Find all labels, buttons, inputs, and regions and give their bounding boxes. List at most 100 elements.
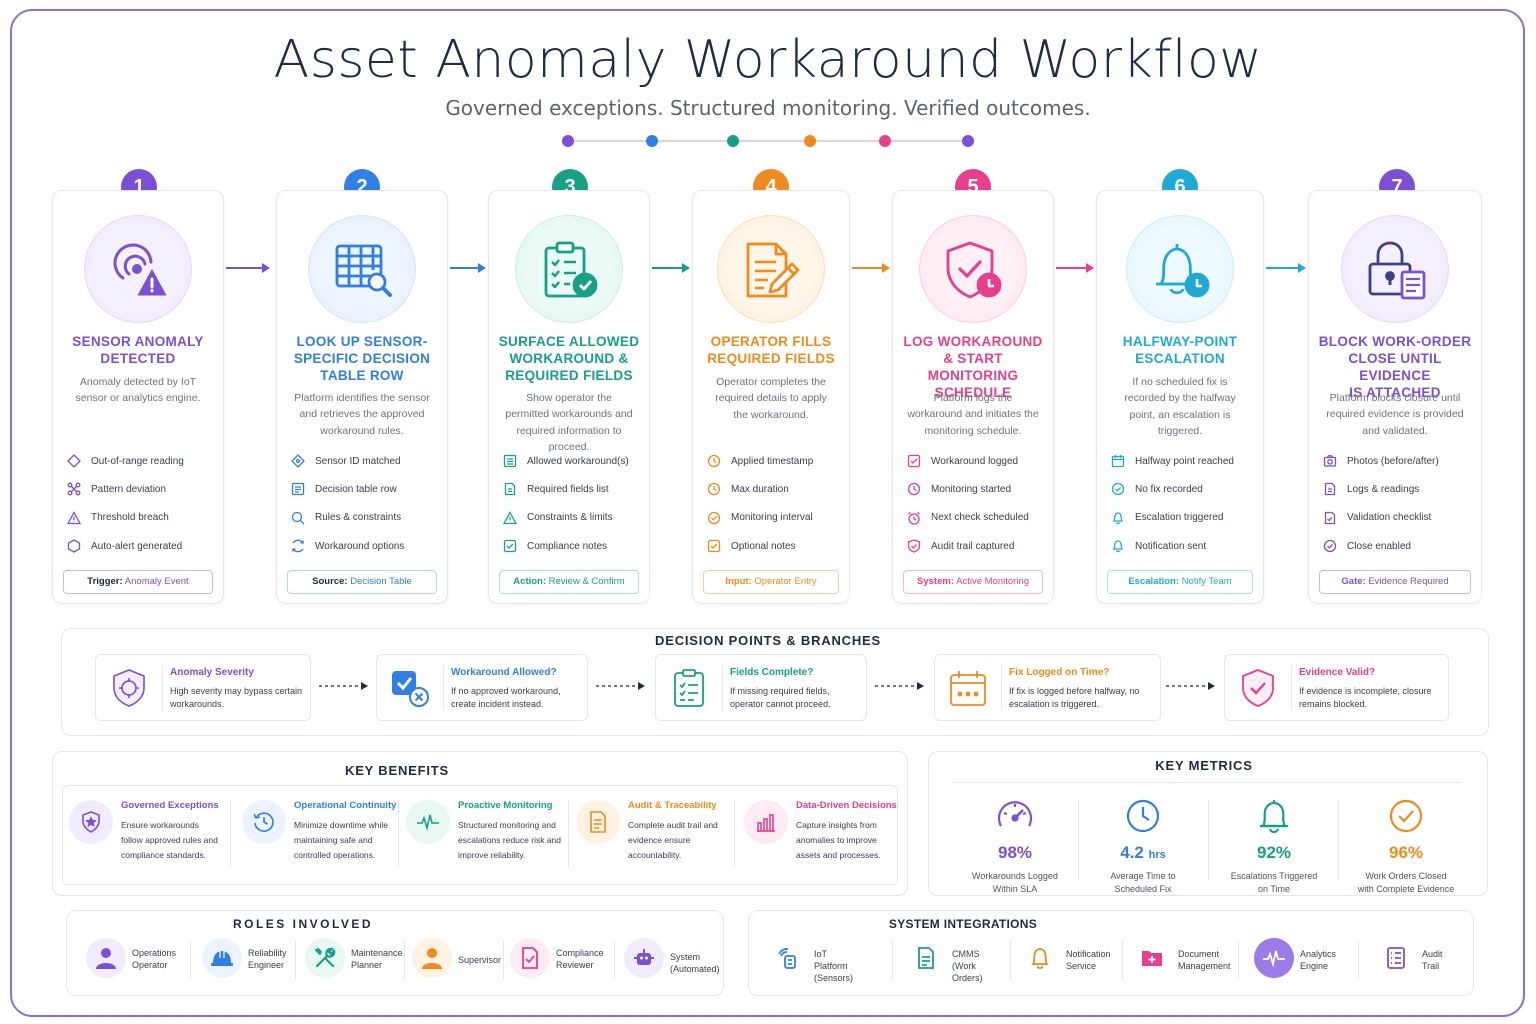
shield-clock-icon (946, 241, 1002, 299)
warning-icon (503, 510, 517, 524)
step-4-item: Max duration (707, 475, 841, 503)
decision-desc: If missing required fields, operator can… (730, 686, 831, 709)
list-icon (503, 454, 517, 468)
step-7-title: BLOCK WORK-ORDER CLOSE UNTIL EVIDENCE IS… (1318, 334, 1472, 400)
document-icon (504, 483, 516, 496)
step-1-title: SENSOR ANOMALY DETECTED (72, 334, 204, 366)
decision-points-title: DECISION POINTS & BRANCHES (655, 633, 881, 648)
roles-title: ROLES INVOLVED (232, 917, 374, 931)
decision-fields-complete: Fields Complete? If missing required fie… (655, 654, 867, 721)
decision-workaround-allowed: Workaround Allowed? If no approved worka… (376, 654, 588, 721)
benefit-audit-traceability: Audit & Traceability Complete audit trai… (570, 786, 734, 882)
step-6-list: Halfway point reached No fix recorded Es… (1111, 447, 1255, 560)
step-2-item: Decision table row (291, 475, 439, 503)
diamond-icon (67, 454, 81, 469)
step-6-item: Halfway point reached (1111, 447, 1255, 475)
step-5-item: Next check scheduled (907, 504, 1045, 532)
decision-desc: If evidence is incomplete, closure remai… (1299, 686, 1432, 709)
step-4-desc: Operator completes the required details … (715, 376, 827, 421)
step-5-desc: Platform logs the workaround and initiat… (907, 392, 1039, 437)
document-icon (918, 947, 934, 969)
check-x-icon (392, 671, 429, 707)
step-card-2: LOOK UP SENSOR- SPECIFIC DECISION TABLE … (276, 190, 448, 604)
step-7-list: Photos (before/after) Logs & readings Va… (1323, 447, 1473, 560)
decision-fix-logged: Fix Logged on Time? If fix is logged bef… (934, 654, 1161, 721)
warning-icon (67, 510, 81, 524)
pattern-icon (67, 482, 81, 496)
clock-icon (707, 454, 721, 468)
decision-evidence-valid: Evidence Valid? If evidence is incomplet… (1224, 654, 1449, 721)
table-row-icon (291, 483, 305, 496)
hard-hat-icon (211, 951, 233, 966)
step-2-list: Sensor ID matched Decision table row Rul… (291, 447, 439, 560)
step-1-icon-circle (84, 215, 192, 323)
page-subtitle: Governed exceptions. Structured monitori… (445, 96, 1091, 120)
document-icon (1324, 483, 1336, 496)
dot-5 (879, 135, 891, 147)
alarm-icon (908, 511, 920, 525)
step-7-tag: Gate: Evidence Required (1319, 570, 1471, 594)
shield-check-icon (1242, 669, 1274, 707)
dot-1 (562, 135, 574, 147)
step-2-item: Rules & constraints (291, 504, 439, 532)
clock-icon (907, 483, 921, 496)
bell-icon (1112, 540, 1124, 553)
check-circle-icon (707, 511, 721, 524)
step-4-icon-circle (717, 215, 825, 323)
hexagon-icon (67, 539, 81, 553)
clock-icon (1126, 799, 1160, 833)
step-4-item: Monitoring interval (707, 504, 841, 532)
clipboard-check-icon (544, 241, 598, 298)
step-6-item: Escalation triggered (1111, 504, 1255, 532)
checklist-icon (1324, 511, 1336, 524)
integrations-title: SYSTEM INTEGRATIONS (888, 917, 1038, 931)
step-4-tag: Input: Operator Entry (703, 570, 839, 594)
step-card-1: SENSOR ANOMALY DETECTED Anomaly detected… (52, 190, 224, 604)
step-3-icon-circle (515, 215, 623, 323)
step-1-desc: Anomaly detected by IoT sensor or analyt… (75, 376, 201, 405)
document-check-icon (522, 947, 538, 969)
decision-title: Fix Logged on Time? (1009, 667, 1110, 678)
step-1-item: Pattern deviation (67, 475, 215, 503)
flow-arrow-3-4 (652, 263, 690, 273)
step-3-item: Required fields list (503, 475, 641, 503)
decision-desc: If no approved workaround, create incide… (451, 686, 561, 709)
decision-arrow-4 (1166, 682, 1215, 690)
step-2-title: LOOK UP SENSOR- SPECIFIC DECISION TABLE … (293, 334, 431, 383)
step-5-tag: System: Active Monitoring (903, 570, 1043, 594)
dot-2 (646, 135, 658, 147)
step-6-item: Notification sent (1111, 532, 1255, 560)
step-1-item: Threshold breach (67, 504, 215, 532)
step-5-icon-circle (919, 215, 1027, 323)
step-4-item: Applied timestamp (707, 447, 841, 475)
decision-title: Workaround Allowed? (451, 667, 557, 678)
folder-plus-icon (1142, 951, 1162, 966)
search-icon (291, 511, 305, 525)
audit-list-icon (1387, 947, 1405, 969)
step-7-item: Close enabled (1323, 532, 1473, 560)
step-5-item: Workaround logged (907, 447, 1045, 475)
step-1-list: Out-of-range reading Pattern deviation T… (67, 447, 215, 560)
step-card-4: OPERATOR FILLS REQUIRED FIELDS Operator … (692, 190, 850, 604)
flow-arrow-2-3 (450, 263, 486, 273)
step-3-item: Constraints & limits (503, 504, 641, 532)
step-3-tag: Action: Review & Confirm (499, 570, 639, 594)
step-6-desc: If no scheduled fix is recorded by the h… (1124, 376, 1236, 437)
shield-target-icon (113, 669, 145, 707)
table-search-icon (335, 244, 392, 297)
step-7-item: Validation checklist (1323, 504, 1473, 532)
decision-title: Anomaly Severity (170, 667, 254, 678)
check-circle-icon (1323, 539, 1337, 553)
dot-6 (962, 135, 974, 147)
metric-workarounds-logged: 98% Workarounds Logged Within SLA (955, 796, 1075, 896)
step-6-title: HALFWAY-POINT ESCALATION (1122, 334, 1238, 366)
step-6-icon-circle (1126, 215, 1234, 323)
page-title: Asset Anomaly Workaround Workflow (273, 30, 1263, 90)
document-list-icon (590, 811, 606, 833)
metric-work-orders-closed: 96% Work Orders Closed with Complete Evi… (1346, 796, 1466, 896)
decision-arrow-3 (875, 682, 924, 690)
step-4-title: OPERATOR FILLS REQUIRED FIELDS (707, 334, 835, 366)
flow-arrow-6-7 (1266, 263, 1306, 273)
step-3-desc: Show operator the permitted workarounds … (505, 392, 633, 453)
camera-icon (1323, 455, 1337, 467)
